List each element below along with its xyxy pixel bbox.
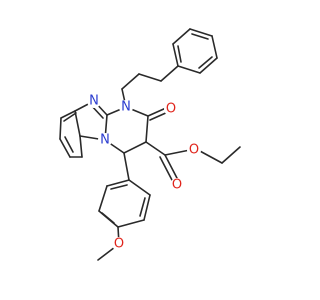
atom-label: N [100,133,110,148]
bond-layer [59,28,241,261]
bond [98,185,108,212]
bond [172,43,179,67]
bond [59,138,71,158]
bond [121,73,140,90]
bond [79,135,83,158]
bond [106,179,130,187]
nitrogen-imine-atom: N [87,94,101,109]
bond [145,115,149,143]
atom-label: O [166,102,176,117]
methoxy-oxygen-atom: O [112,237,126,252]
bond [164,149,191,156]
bond [149,111,169,121]
bond [198,56,213,69]
nitrogen-ring-atom: N [119,100,133,115]
bond [189,28,213,37]
bond [138,73,162,82]
bond [59,117,62,140]
bond [177,65,201,74]
bond [160,65,179,82]
bond [63,112,77,122]
atom-layer: N N N O O O O [87,94,201,252]
ester-oxygen-atom: O [187,143,201,158]
bond [64,136,74,153]
bond [164,154,179,181]
atom-label: O [114,237,124,252]
bond [128,179,151,196]
atom-label: O [189,143,199,158]
bond [143,194,151,221]
nitrogen-bridge-atom: N [98,133,112,148]
ester-carbonyl-oxygen-atom: O [170,178,184,193]
bond [101,212,115,224]
bond [139,197,146,217]
bond [74,110,81,137]
bond [147,107,167,117]
bond [191,33,209,40]
bond [197,149,223,164]
bond [211,35,218,59]
molecule-structure: N N N O O O O [59,28,241,261]
carbonyl-oxygen-atom: O [164,102,178,117]
bond [177,45,182,63]
bond [145,141,166,156]
bond [159,156,174,183]
atom-label: O [172,178,182,193]
bond [123,141,147,154]
structure-canvas: N N N O O O O [59,28,241,261]
atom-label: N [121,100,131,115]
bond [123,152,130,181]
bond [221,146,241,164]
atom-label: N [89,94,99,109]
bond [172,28,191,45]
bond [199,57,218,74]
bond [60,110,76,119]
bond [110,184,128,190]
bond [117,219,145,228]
